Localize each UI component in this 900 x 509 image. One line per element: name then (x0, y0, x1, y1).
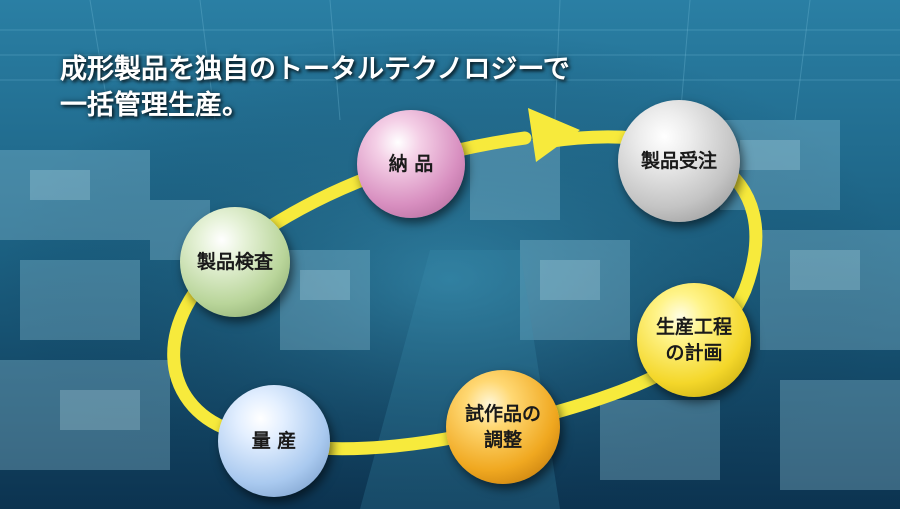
node-planning: 生産工程 の計画 (637, 283, 751, 397)
node-prototype: 試作品の 調整 (446, 370, 560, 484)
node-mass-production: 量 産 (218, 385, 330, 497)
headline: 成形製品を独自のトータルテクノロジーで 一括管理生産。 (60, 54, 570, 121)
node-order: 製品受注 (618, 100, 740, 222)
node-inspection: 製品検査 (180, 207, 290, 317)
node-delivery: 納 品 (357, 110, 465, 218)
